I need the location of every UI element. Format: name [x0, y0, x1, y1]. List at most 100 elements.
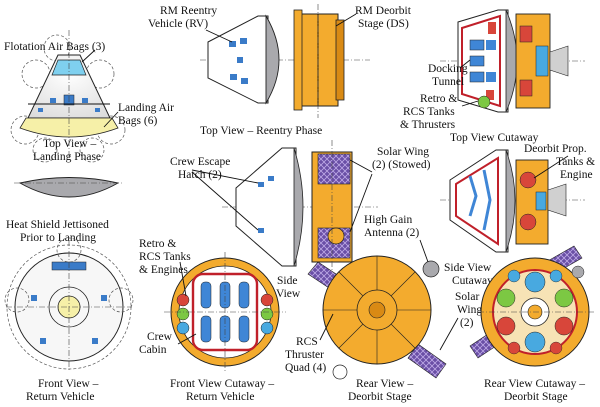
tank-blue — [524, 271, 546, 293]
svg-text:Engine: Engine — [560, 169, 593, 181]
side-view-capsule — [235, 147, 297, 267]
seat — [469, 55, 485, 67]
flotation-bag — [85, 59, 115, 89]
heat-shield-side — [265, 14, 280, 105]
svg-text:Deorbit Stage: Deorbit Stage — [504, 391, 568, 403]
window-icon — [38, 108, 43, 112]
leader-line — [439, 317, 459, 351]
front-view-cutaway-group: Retro & RCS Tanks & Engines Crew Cabin F… — [139, 238, 286, 403]
label-solar-wing-stowed: Solar Wing — [377, 146, 429, 158]
tank-green — [554, 288, 574, 308]
label-crew-escape-hatch: Crew Escape — [170, 156, 230, 168]
tank-green — [176, 307, 190, 321]
tank-red — [496, 316, 516, 336]
label-docking-tunnel: Docking — [428, 63, 468, 75]
svg-text:Stage (DS): Stage (DS) — [358, 18, 409, 30]
label-side-view-cutaway: Side View — [444, 262, 492, 274]
tank-green — [477, 95, 491, 109]
svg-text:& Engines: & Engines — [139, 264, 188, 276]
tank-green — [496, 288, 516, 308]
solar-wing-stowed — [317, 153, 351, 185]
window-icon — [240, 38, 247, 44]
tank — [486, 90, 494, 100]
leader-line — [103, 111, 119, 128]
front-view-return-group: Front View – Return Vehicle — [4, 237, 134, 403]
svg-text:RCS Tanks: RCS Tanks — [139, 251, 191, 263]
window-icon — [258, 228, 264, 233]
leader-line — [191, 169, 259, 184]
label-rm-reentry-vehicle: RM Reentry — [160, 5, 217, 17]
svg-text:Cutaway: Cutaway — [452, 275, 493, 287]
landing-bag — [96, 115, 126, 145]
svg-text:Wing: Wing — [457, 304, 482, 316]
svg-text:RCS Tanks: RCS Tanks — [403, 106, 455, 118]
seat — [469, 71, 485, 83]
label-top-view-cutaway: Top View Cutaway — [450, 132, 539, 144]
svg-text:View: View — [276, 288, 301, 300]
window-icon — [31, 295, 37, 301]
engine-nozzle — [368, 301, 386, 319]
heat-shield — [18, 177, 120, 198]
window-icon — [237, 57, 243, 63]
seat — [200, 315, 212, 343]
tank — [488, 22, 496, 34]
label-crew-cabin: Crew — [147, 331, 173, 343]
leader-line — [349, 159, 373, 173]
label-rcs-thruster-quad: RCS — [296, 336, 318, 348]
window-icon — [40, 338, 46, 344]
deorbit-prop-tank — [519, 171, 537, 189]
svg-text:Landing Phase: Landing Phase — [33, 151, 101, 163]
window-icon — [92, 338, 98, 344]
seat — [200, 281, 212, 309]
window-icon — [268, 176, 274, 181]
label-top-view-reentry: Top View – Reentry Phase — [200, 125, 322, 137]
label-retro-rcs-engines: Retro & — [139, 238, 176, 250]
svg-text:Antenna (2): Antenna (2) — [364, 227, 419, 239]
label-rear-view-deorbit: Rear View – — [356, 378, 413, 390]
tank-blue — [524, 331, 546, 353]
svg-text:Bags (6): Bags (6) — [118, 115, 157, 127]
label-flotation-air-bags: Flotation Air Bags (3) — [4, 41, 105, 53]
svg-text:Cabin: Cabin — [139, 344, 167, 356]
svg-text:& Thrusters: & Thrusters — [400, 119, 456, 131]
window-icon — [229, 41, 236, 47]
top-view-cutaway-group: Docking Tunnel Retro & RCS Tanks & Thrus… — [400, 9, 585, 144]
window-icon — [230, 74, 237, 80]
high-gain-antenna — [327, 227, 345, 245]
leader-line — [533, 155, 569, 179]
svg-text:Return Vehicle: Return Vehicle — [186, 391, 254, 403]
svg-text:Return Vehicle: Return Vehicle — [26, 391, 94, 403]
deorbit-prop-tank — [519, 213, 537, 231]
label-top-view-landing: Top View – — [43, 138, 96, 150]
svg-text:Vehicle (RV): Vehicle (RV) — [148, 18, 208, 30]
landing-bag — [79, 137, 105, 163]
engine-nozzle — [549, 45, 569, 77]
window-icon — [241, 78, 248, 84]
tank-red — [260, 293, 274, 307]
solar-wing — [407, 343, 447, 379]
label-heat-shield: Heat Shield Jettisoned — [6, 219, 109, 231]
antenna-labels-group: High Gain Antenna (2) Side View Cutaway — [364, 214, 493, 287]
label-front-view-cutaway: Front View Cutaway – — [170, 378, 274, 390]
tank-blue — [260, 321, 274, 335]
window-icon — [50, 98, 56, 103]
high-gain-antenna-icon — [571, 265, 585, 279]
label-landing-air-bags: Landing Air — [118, 102, 174, 114]
window-icon — [101, 295, 107, 301]
window-icon — [82, 98, 88, 103]
tank-green — [260, 307, 274, 321]
leader-line — [81, 49, 96, 63]
leader-line — [191, 171, 259, 231]
svg-text:Prior to Landing: Prior to Landing — [20, 232, 96, 244]
seat — [486, 40, 496, 50]
top-view-landing-group: Flotation Air Bags (3) Landing Air Bags … — [4, 30, 174, 163]
window-icon — [95, 108, 100, 112]
svg-text:Thruster: Thruster — [285, 349, 324, 361]
svg-text:(2) (Stowed): (2) (Stowed) — [372, 159, 431, 171]
tank-red — [554, 316, 574, 336]
label-retro-rcs-thrusters: Retro & — [420, 93, 457, 105]
landing-air-bags — [19, 117, 119, 138]
svg-text:Deorbit Stage: Deorbit Stage — [348, 391, 412, 403]
leader-line — [335, 13, 357, 27]
label-rear-view-cutaway: Rear View Cutaway – — [484, 378, 585, 390]
